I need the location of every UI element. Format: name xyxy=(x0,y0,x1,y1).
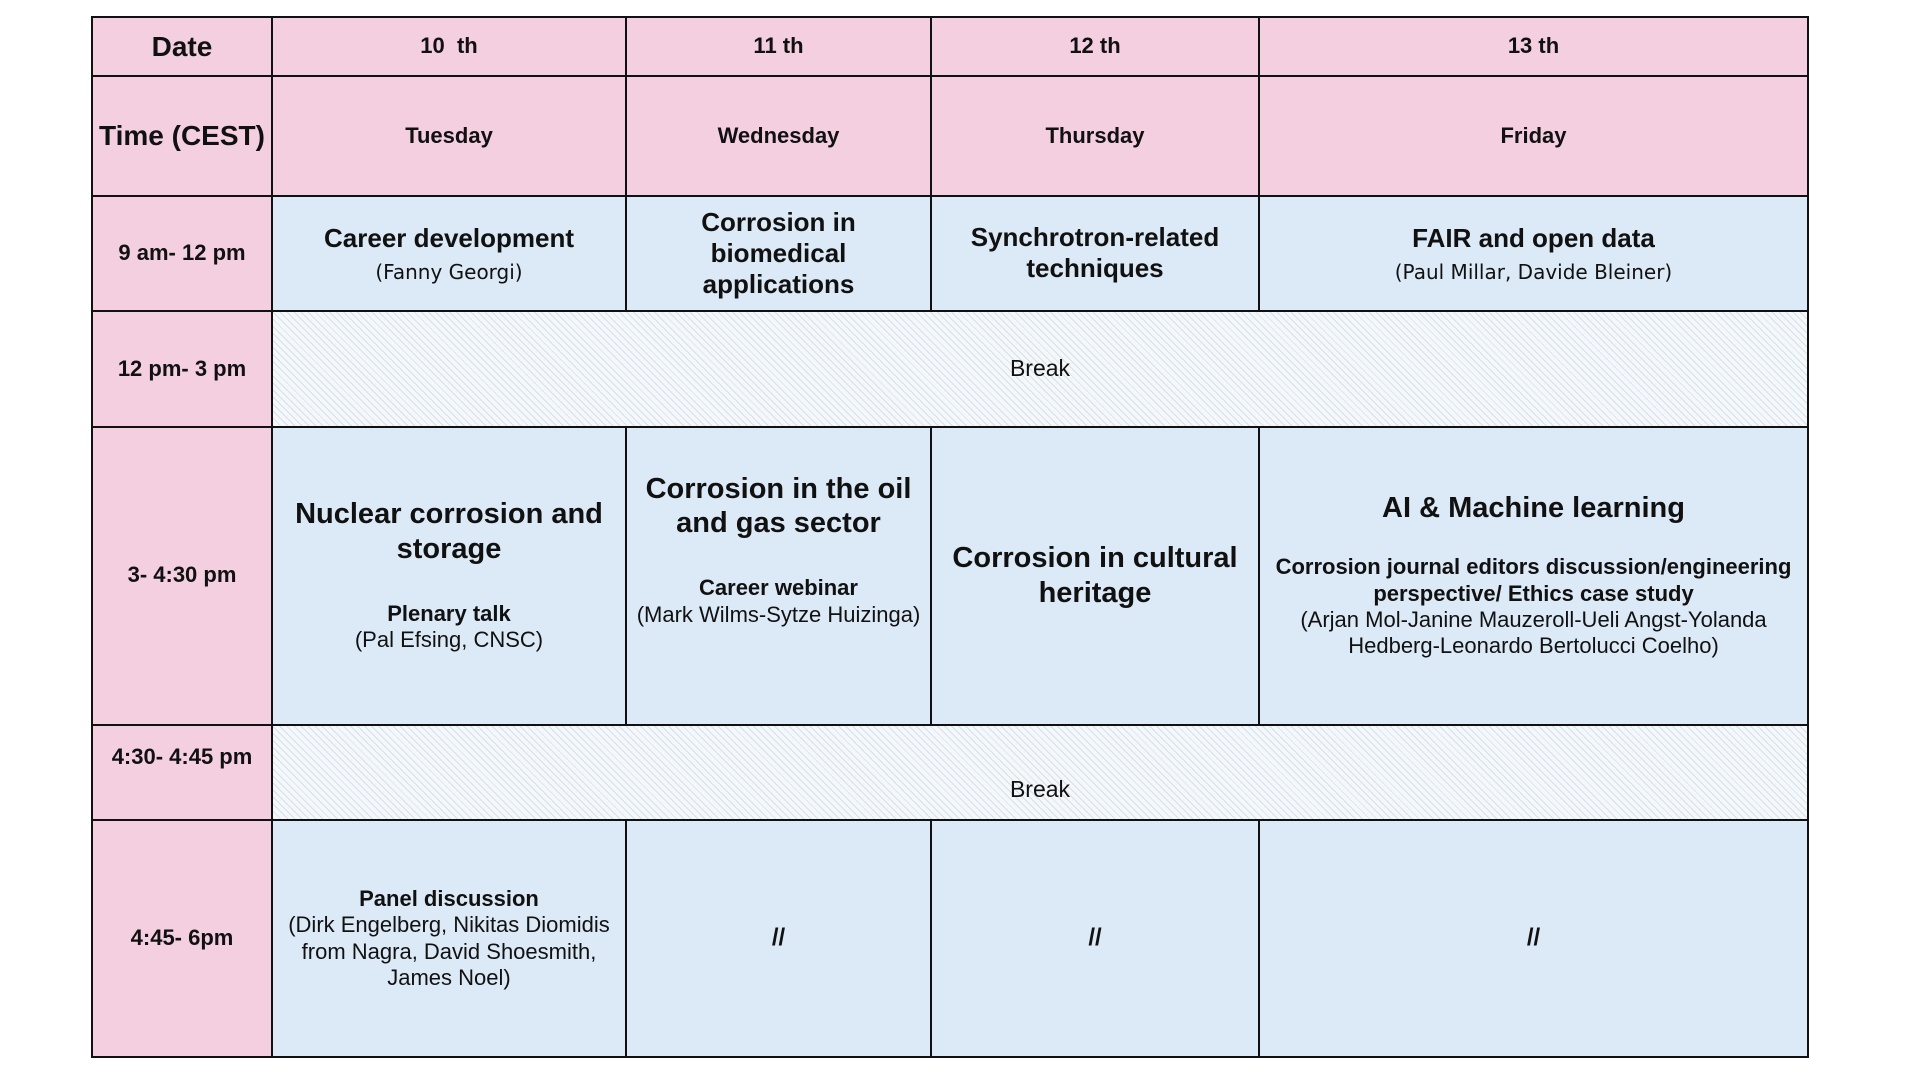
day-fri: Friday xyxy=(1500,122,1567,148)
session-wed-morning: Corrosion in biomedical applications xyxy=(625,194,932,313)
date-label: Date xyxy=(151,30,213,62)
empty-slot: // xyxy=(1526,924,1541,952)
session-speaker: (Pal Efsing, CNSC) xyxy=(354,627,544,653)
session-fri-afternoon: AI & Machine learning Corrosion journal … xyxy=(1258,425,1809,726)
date-cell-fri: 13 th xyxy=(1258,15,1809,78)
session-tue-afternoon: Nuclear corrosion and storage Plenary ta… xyxy=(271,425,627,726)
date-cell-thu: 12 th xyxy=(930,15,1260,78)
session-speaker: (Mark Wilms-Sytze Huizinga) xyxy=(636,601,921,627)
session-title: Corrosion in cultural heritage xyxy=(952,541,1238,609)
date-cell-wed: 11 th xyxy=(625,15,932,78)
time-afternoon: 3- 4:30 pm xyxy=(127,562,237,588)
session-subtitle: Plenary talk xyxy=(387,601,511,627)
day-cell-fri: Friday xyxy=(1258,75,1809,197)
empty-slot: // xyxy=(771,924,786,952)
date-thu: 12 th xyxy=(1069,33,1121,59)
time-cell-evening: 4:45- 6pm xyxy=(91,819,273,1058)
time-cell-short-break: 4:30- 4:45 pm xyxy=(91,723,273,822)
session-speaker: (Fanny Georgi) xyxy=(375,259,523,284)
date-row: Date 10 th 11 th 12 th 13 th xyxy=(91,15,1809,78)
time-short-break: 4:30- 4:45 pm xyxy=(111,743,253,769)
day-tue: Tuesday xyxy=(405,122,493,148)
session-speaker: (Dirk Engelberg, Nikitas Diomidis from N… xyxy=(288,912,610,990)
session-subtitle: Career webinar xyxy=(699,575,858,601)
date-wed: 11 th xyxy=(753,33,804,59)
session-speaker: (Paul Millar, Davide Bleiner) xyxy=(1394,259,1673,284)
session-title: Panel discussion xyxy=(359,885,539,911)
day-thu: Thursday xyxy=(1045,122,1145,148)
session-thu-afternoon: Corrosion in cultural heritage xyxy=(930,425,1260,726)
day-cell-thu: Thursday xyxy=(930,75,1260,197)
morning-row: 9 am- 12 pm Career development (Fanny Ge… xyxy=(91,194,1809,313)
session-title: Corrosion in biomedical applications xyxy=(701,206,856,299)
day-row: Time (CEST) Tuesday Wednesday Thursday F… xyxy=(91,75,1809,197)
session-speaker: (Arjan Mol-Janine Mauzeroll-Ueli Angst-Y… xyxy=(1300,607,1767,659)
schedule-table: Date 10 th 11 th 12 th 13 th Time (CEST)… xyxy=(91,15,1809,1058)
session-title: Corrosion in the oil and gas sector xyxy=(645,472,912,540)
time-lunch: 12 pm- 3 pm xyxy=(117,355,247,381)
session-title: Nuclear corrosion and storage xyxy=(295,498,603,566)
date-cell-tue: 10 th xyxy=(271,15,627,78)
day-wed: Wednesday xyxy=(717,122,840,148)
time-label: Time (CEST) xyxy=(99,120,265,152)
time-evening: 4:45- 6pm xyxy=(130,925,234,951)
lunch-break-cell: Break xyxy=(271,310,1809,428)
session-wed-afternoon: Corrosion in the oil and gas sector Care… xyxy=(625,425,932,726)
evening-row: 4:45- 6pm Panel discussion (Dirk Engelbe… xyxy=(91,819,1809,1058)
break-label: Break xyxy=(1009,355,1071,382)
date-tue: 10 th xyxy=(420,33,478,59)
session-title: Career development xyxy=(324,222,574,253)
time-cell-morning: 9 am- 12 pm xyxy=(91,194,273,313)
session-fri-evening: // xyxy=(1258,819,1809,1058)
day-cell-tue: Tuesday xyxy=(271,75,627,197)
date-fri: 13 th xyxy=(1507,33,1560,59)
time-cell-lunch: 12 pm- 3 pm xyxy=(91,310,273,428)
lunch-break-row: 12 pm- 3 pm Break xyxy=(91,310,1809,428)
session-tue-morning: Career development (Fanny Georgi) xyxy=(271,194,627,313)
session-title: AI & Machine learning xyxy=(1382,492,1685,525)
day-cell-wed: Wednesday xyxy=(625,75,932,197)
time-label-cell: Time (CEST) xyxy=(91,75,273,197)
time-cell-afternoon: 3- 4:30 pm xyxy=(91,425,273,726)
session-thu-evening: // xyxy=(930,819,1260,1058)
short-break-row: 4:30- 4:45 pm Break xyxy=(91,723,1809,822)
session-title: FAIR and open data xyxy=(1412,222,1655,253)
session-subtitle: Corrosion journal editors discussion/eng… xyxy=(1275,554,1792,606)
afternoon-row: 3- 4:30 pm Nuclear corrosion and storage… xyxy=(91,425,1809,726)
session-thu-morning: Synchrotron-related techniques xyxy=(930,194,1260,313)
empty-slot: // xyxy=(1088,924,1102,952)
date-label-cell: Date xyxy=(91,15,273,78)
session-tue-evening: Panel discussion (Dirk Engelberg, Nikita… xyxy=(271,819,627,1058)
time-morning: 9 am- 12 pm xyxy=(118,240,246,266)
break-label: Break xyxy=(1009,775,1071,802)
session-fri-morning: FAIR and open data (Paul Millar, Davide … xyxy=(1258,194,1809,313)
short-break-cell: Break xyxy=(271,723,1809,822)
session-title: Synchrotron-related techniques xyxy=(970,222,1220,284)
session-wed-evening: // xyxy=(625,819,932,1058)
